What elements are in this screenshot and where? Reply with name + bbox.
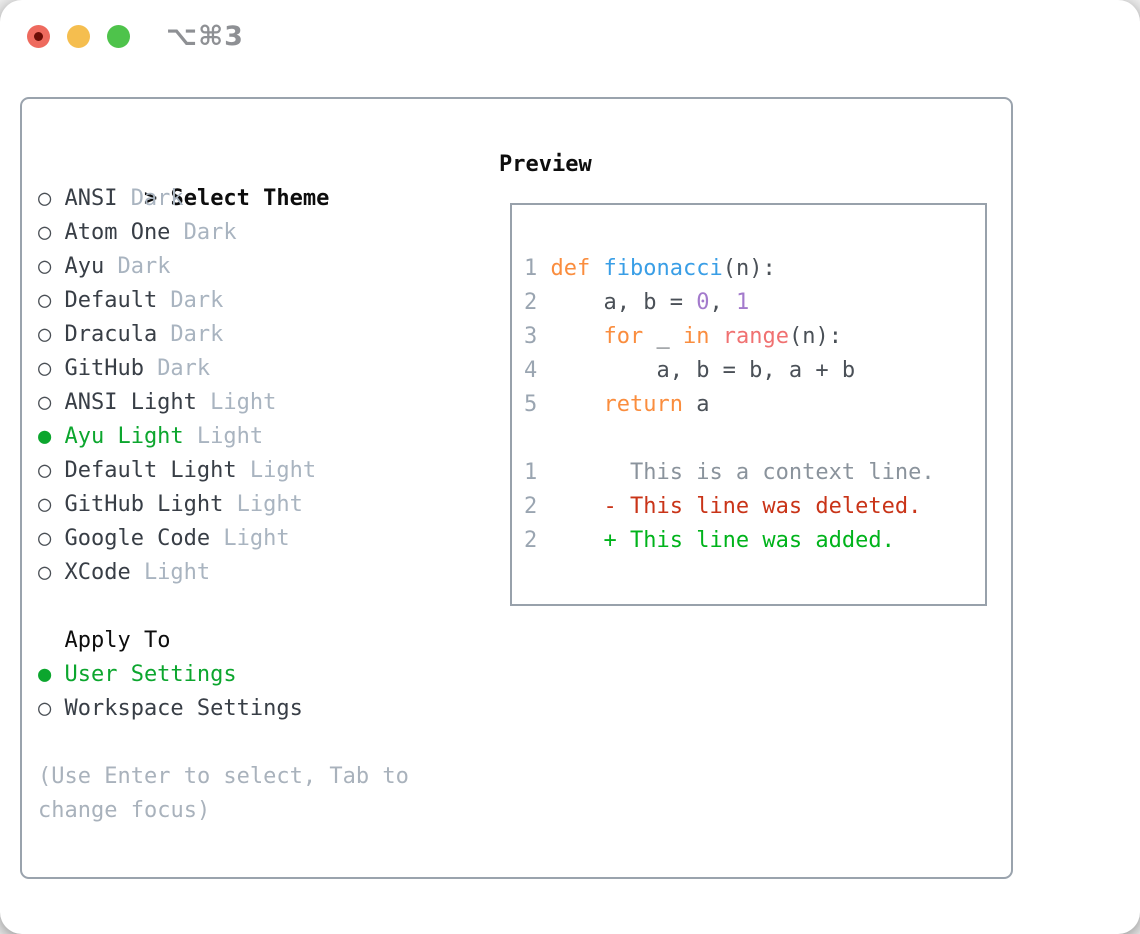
code-line: 2 - This line was deleted. xyxy=(524,494,922,519)
radio-unselected-icon[interactable]: ○ xyxy=(38,288,52,313)
spacer-row xyxy=(38,590,409,624)
option-label: Ayu xyxy=(64,254,105,279)
option-label: GitHub xyxy=(64,356,144,381)
theme-variant-label: Dark xyxy=(183,220,237,245)
theme-option[interactable]: ○ Default Dark xyxy=(38,284,409,318)
code-line: 2 a, b = 0, 1 xyxy=(524,290,750,315)
titlebar[interactable]: ⌥⌘3 xyxy=(0,0,1140,74)
theme-option[interactable]: ○ Atom One Dark xyxy=(38,216,409,250)
theme-variant-label: Light xyxy=(249,458,317,483)
radio-unselected-icon[interactable]: ○ xyxy=(38,322,52,347)
option-label: Default Light xyxy=(64,458,237,483)
option-label: User Settings xyxy=(64,662,237,687)
theme-option[interactable]: ○ Ayu Dark xyxy=(38,250,409,284)
code-line: 5 return a xyxy=(524,392,710,417)
theme-option[interactable]: ○ XCode Light xyxy=(38,556,409,590)
theme-option[interactable]: ○ GitHub Light Light xyxy=(38,488,409,522)
option-label: Default xyxy=(64,288,158,313)
option-label: Ayu Light xyxy=(64,424,184,449)
preview-title: Preview xyxy=(499,152,592,177)
option-label: Google Code xyxy=(64,526,211,551)
theme-option[interactable]: ● Ayu Light Light xyxy=(38,420,409,454)
radio-selected-icon[interactable]: ● xyxy=(38,424,52,449)
theme-variant-label: Dark xyxy=(130,186,184,211)
radio-unselected-icon[interactable]: ○ xyxy=(38,220,52,245)
focus-prompt-caret: > xyxy=(143,186,158,211)
radio-unselected-icon[interactable]: ○ xyxy=(38,696,52,721)
radio-unselected-icon[interactable]: ○ xyxy=(38,254,52,279)
theme-option[interactable]: ○ Google Code Light xyxy=(38,522,409,556)
code-line xyxy=(524,422,985,456)
code-line: 2 + This line was added. xyxy=(524,528,895,553)
code-line: 4 a, b = b, a + b xyxy=(524,358,856,383)
theme-option[interactable]: ○ ANSI Light Light xyxy=(38,386,409,420)
window-title: ⌥⌘3 xyxy=(166,21,244,52)
theme-option[interactable]: ○ GitHub Dark xyxy=(38,352,409,386)
apply-to-list: ● User Settings ○ Workspace Settings xyxy=(38,658,409,726)
help-text-line1: (Use Enter to select, Tab to xyxy=(38,764,409,789)
theme-option[interactable]: ○ ANSI Dark xyxy=(38,182,409,216)
theme-variant-label: Light xyxy=(223,526,290,551)
theme-variant-label: Light xyxy=(143,560,211,585)
radio-unselected-icon[interactable]: ○ xyxy=(38,186,52,211)
option-label: ANSI xyxy=(64,186,118,211)
option-label: ANSI Light xyxy=(64,390,197,415)
option-label: XCode xyxy=(64,560,131,585)
option-label: Atom One xyxy=(64,220,171,245)
theme-variant-label: Light xyxy=(196,424,264,449)
minimize-button[interactable] xyxy=(67,25,90,48)
theme-option[interactable]: ○ Default Light Light xyxy=(38,454,409,488)
radio-unselected-icon[interactable]: ○ xyxy=(38,492,52,517)
code-line: 1 def fibonacci(n): xyxy=(524,256,776,281)
theme-variant-label: Dark xyxy=(157,356,211,381)
apply-to-option[interactable]: ● User Settings xyxy=(38,658,409,692)
zoom-button[interactable] xyxy=(107,25,130,48)
close-button[interactable] xyxy=(27,25,50,48)
unsaved-indicator-dot xyxy=(34,32,43,41)
preview-code-box: 1 def fibonacci(n): 2 a, b = 0, 1 3 for _ … xyxy=(510,203,987,606)
code-line: 3 for _ in range(n): xyxy=(524,324,842,349)
apply-to-header: Apply To xyxy=(64,628,171,653)
code-line: 1 This is a context line. xyxy=(524,460,935,485)
theme-option[interactable]: ○ Dracula Dark xyxy=(38,318,409,352)
radio-selected-icon[interactable]: ● xyxy=(38,662,52,687)
radio-unselected-icon[interactable]: ○ xyxy=(38,560,52,585)
spacer-row xyxy=(38,726,409,760)
radio-unselected-icon[interactable]: ○ xyxy=(38,458,52,483)
theme-variant-label: Dark xyxy=(117,254,171,279)
select-theme-header: > Select Theme xyxy=(38,148,409,211)
select-theme-title: Select Theme xyxy=(170,186,330,211)
option-label: Workspace Settings xyxy=(64,696,303,721)
radio-unselected-icon[interactable]: ○ xyxy=(38,356,52,381)
radio-unselected-icon[interactable]: ○ xyxy=(38,390,52,415)
theme-variant-label: Dark xyxy=(170,322,224,347)
help-text-line2: change focus) xyxy=(38,798,211,823)
radio-unselected-icon[interactable]: ○ xyxy=(38,526,52,551)
theme-variant-label: Light xyxy=(236,492,303,517)
option-label: Dracula xyxy=(64,322,158,347)
theme-variant-label: Dark xyxy=(170,288,224,313)
apply-to-option[interactable]: ○ Workspace Settings xyxy=(38,692,409,726)
option-label: GitHub Light xyxy=(64,492,224,517)
theme-variant-label: Light xyxy=(210,390,277,415)
